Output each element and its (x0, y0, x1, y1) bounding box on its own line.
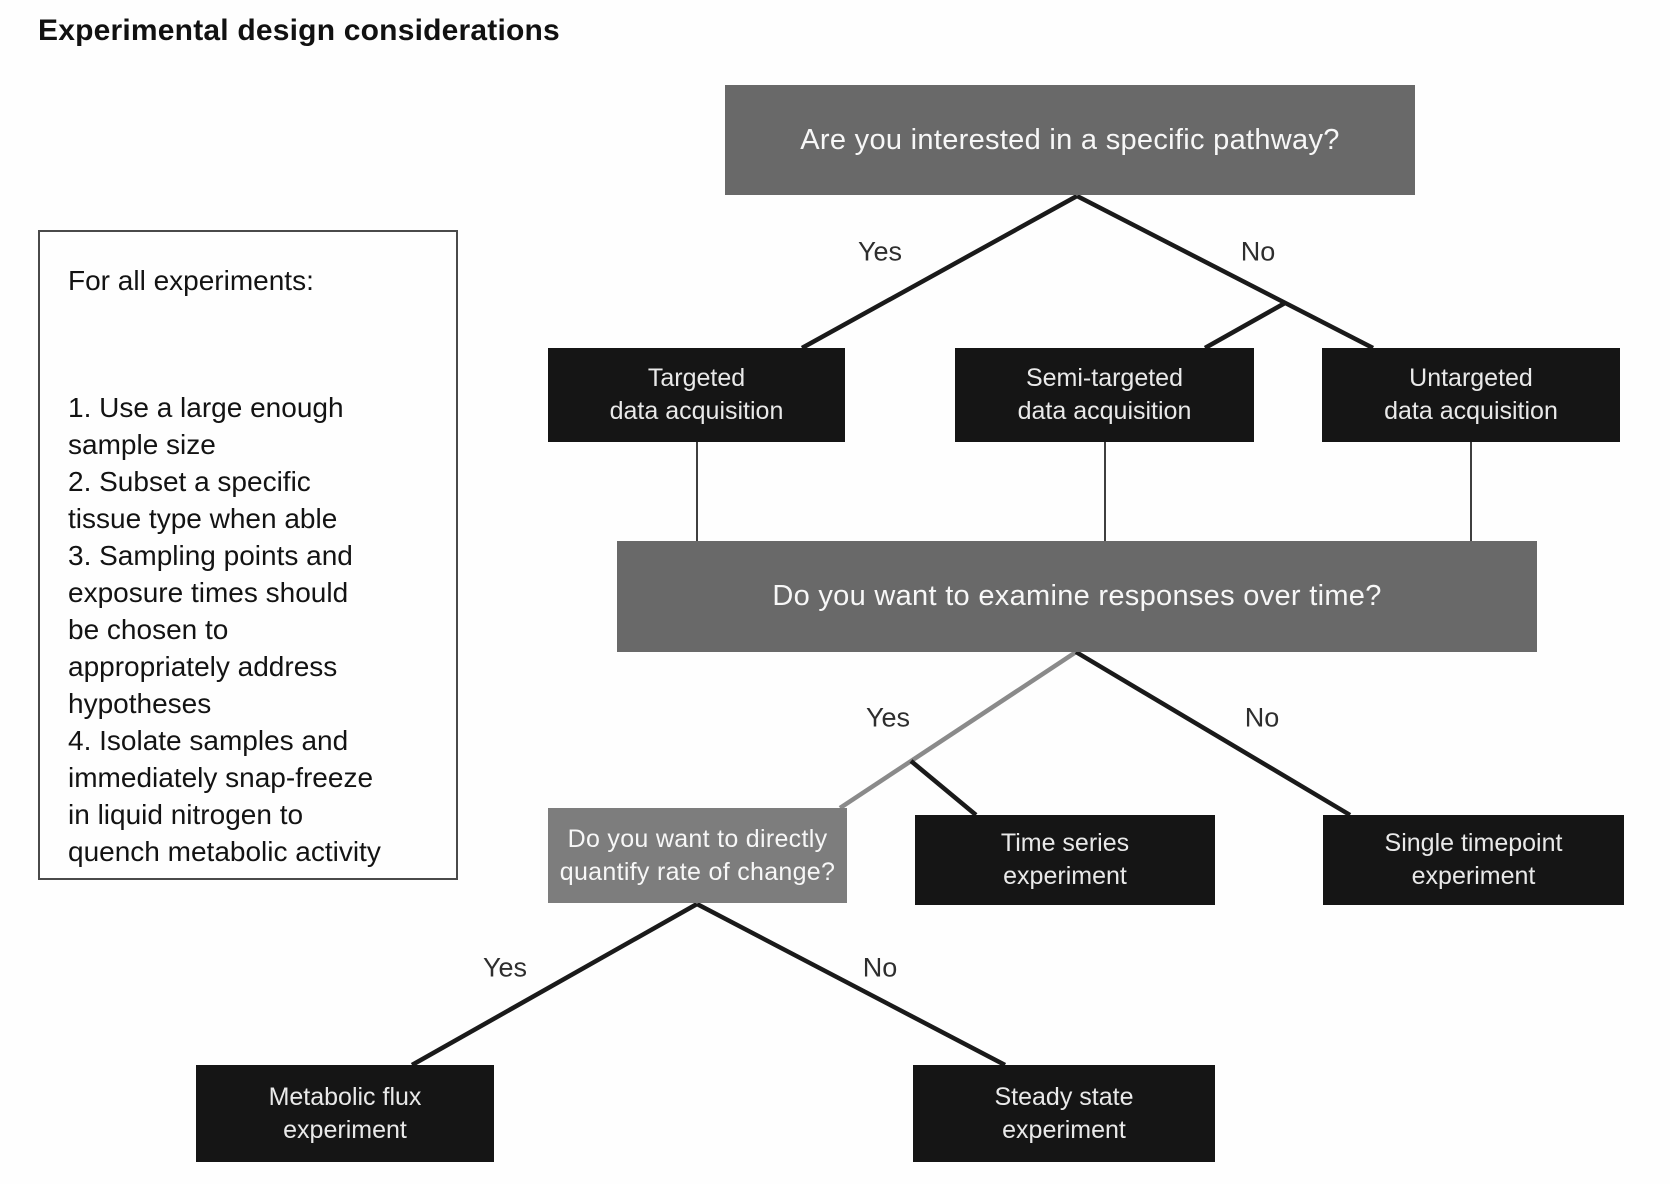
edge-label-q2-no: No (1244, 702, 1280, 733)
edge-label-q3-yes: Yes (482, 952, 528, 983)
note-item-4: 4. Isolate samples and immediately snap-… (68, 725, 381, 867)
note-item-1: 1. Use a large enough sample size (68, 392, 344, 460)
node-untargeted-data-acquisition: Untargeted data acquisition (1322, 348, 1620, 442)
note-box: For all experiments: 1. Use a large enou… (38, 230, 458, 880)
question-specific-pathway: Are you interested in a specific pathway… (725, 85, 1415, 195)
question-quantify-rate-of-change: Do you want to directly quantify rate of… (548, 808, 847, 903)
figure-title: Experimental design considerations (38, 14, 560, 47)
edge-label-q2-yes: Yes (865, 702, 911, 733)
question-responses-over-time: Do you want to examine responses over ti… (617, 541, 1537, 652)
edge-q2-yes-line (838, 650, 1078, 810)
edge-q1-no-line (1075, 193, 1375, 351)
edge-q2-no-line (1074, 650, 1352, 817)
node-targeted-data-acquisition: Targeted data acquisition (548, 348, 845, 442)
note-item-2: 2. Subset a specific tissue type when ab… (68, 466, 338, 534)
node-semi-targeted-data-acquisition: Semi-targeted data acquisition (955, 348, 1254, 442)
edge-q3-no-line (695, 902, 1007, 1067)
node-single-timepoint-experiment: Single timepoint experiment (1323, 815, 1624, 905)
edge-q1-no-branch-line (1203, 301, 1287, 350)
note-item-3: 3. Sampling points and exposure times sh… (68, 540, 353, 719)
node-steady-state-experiment: Steady state experiment (913, 1065, 1215, 1162)
edge-q1-yes-line (800, 194, 1079, 350)
edge-label-q1-yes: Yes (857, 236, 903, 267)
edge-label-q1-no: No (1240, 236, 1276, 267)
note-heading: For all experiments: (68, 265, 314, 296)
node-metabolic-flux-experiment: Metabolic flux experiment (196, 1065, 494, 1162)
node-time-series-experiment: Time series experiment (915, 815, 1215, 905)
edge-q2-yes-branch-line (909, 759, 978, 817)
edge-q3-yes-line (410, 902, 699, 1067)
edge-label-q3-no: No (862, 952, 898, 983)
